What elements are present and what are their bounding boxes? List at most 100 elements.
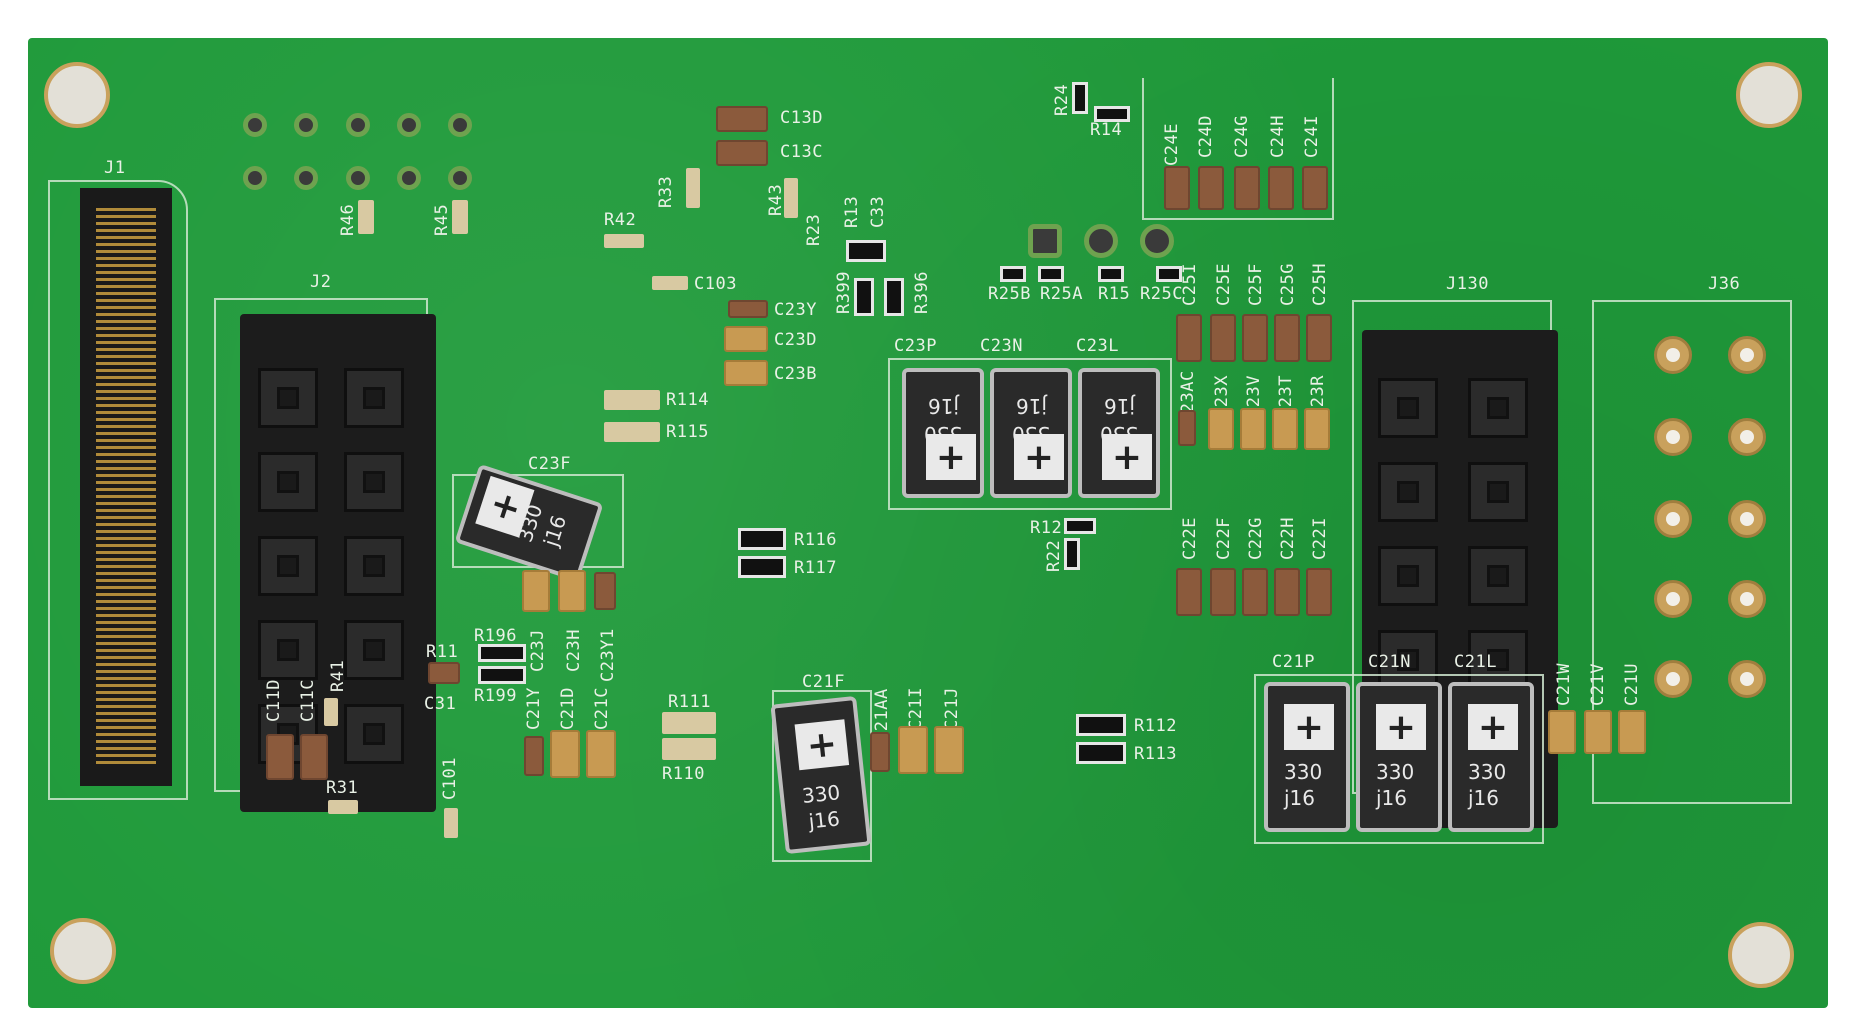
label-R23: R23 <box>804 213 824 246</box>
resistor-r42 <box>604 234 644 248</box>
j2-pin <box>344 368 404 428</box>
label-R25A: R25A <box>1040 284 1083 304</box>
label-C11C: C11C <box>298 679 318 722</box>
cap-marking-code: j16 <box>1468 786 1500 810</box>
polarity-plus-icon: + <box>926 434 976 480</box>
label-C103: C103 <box>694 274 737 294</box>
label-C21V: C21V <box>1588 663 1608 706</box>
label-R24: R24 <box>1052 83 1072 116</box>
via <box>346 113 370 137</box>
via <box>294 113 318 137</box>
j130-pin <box>1378 546 1438 606</box>
polarity-plus-icon: + <box>1284 704 1334 750</box>
label-C23B: C23B <box>774 364 817 384</box>
capacitor-c21u <box>1618 710 1646 754</box>
connector-j1 <box>80 188 172 786</box>
label-C23F: C23F <box>528 454 571 474</box>
label-C24H: C24H <box>1268 115 1288 158</box>
capacitor-c21j <box>934 726 964 774</box>
via <box>243 113 267 137</box>
resistor-r199 <box>478 666 526 684</box>
j130-pin <box>1378 630 1438 690</box>
label-R13: R13 <box>842 195 862 228</box>
label-C23L: C23L <box>1076 336 1119 356</box>
cap-marking-value: 330 <box>1284 760 1323 784</box>
label-C101: C101 <box>440 757 460 800</box>
capacitor-c22e <box>1176 568 1202 616</box>
capacitor-c21v <box>1584 710 1612 754</box>
standoff-bottom-left <box>50 918 116 984</box>
resistor-r13 <box>846 240 886 262</box>
label-R12: R12 <box>1030 518 1063 538</box>
j2-pin <box>344 452 404 512</box>
j36-outline <box>1592 300 1792 804</box>
standoff-bottom-right <box>1728 922 1794 988</box>
resistor-r43 <box>784 178 798 218</box>
label-R112: R112 <box>1134 716 1177 736</box>
label-C25F: C25F <box>1246 263 1266 306</box>
label-R33: R33 <box>656 175 676 208</box>
label-R46: R46 <box>338 203 358 236</box>
label-R196: R196 <box>474 626 517 646</box>
capacitor-c22h <box>1274 568 1300 616</box>
label-R43: R43 <box>766 183 786 216</box>
label-C33: C33 <box>868 195 888 228</box>
j36-hole <box>1728 336 1766 374</box>
resistor-r25b <box>1000 266 1026 282</box>
j36-hole <box>1728 418 1766 456</box>
c23-cap-outline <box>888 358 1172 510</box>
j36-hole <box>1728 500 1766 538</box>
label-C21I: C21I <box>906 687 926 730</box>
label-C25H: C25H <box>1310 263 1330 306</box>
label-C22E: C22E <box>1180 517 1200 560</box>
resistor-r117 <box>738 556 786 578</box>
cap-marking-value: 330 <box>1468 760 1507 784</box>
j36-hole <box>1654 500 1692 538</box>
resistor-r115 <box>604 422 660 442</box>
capacitor-c21w <box>1548 710 1576 754</box>
label-C22F: C22F <box>1214 517 1234 560</box>
resistor-r116 <box>738 528 786 550</box>
capacitor-c11d <box>266 734 294 780</box>
via <box>448 166 472 190</box>
j36-hole <box>1654 336 1692 374</box>
resistor-r41 <box>324 698 338 726</box>
capacitor-c24h <box>1268 166 1294 210</box>
label-R116: R116 <box>794 530 837 550</box>
test-pad <box>1084 224 1118 258</box>
cap-marking-value: 330 <box>1376 760 1415 784</box>
j130-pin <box>1468 546 1528 606</box>
capacitor-c13d <box>716 106 768 132</box>
capacitor-c25i <box>1176 314 1202 362</box>
resistor-r396 <box>884 278 904 316</box>
capacitor-c103 <box>652 276 688 290</box>
cap-marking-code: j16 <box>1104 394 1136 418</box>
polarity-plus-icon: + <box>1376 704 1426 750</box>
via <box>397 166 421 190</box>
resistor-r25a <box>1038 266 1064 282</box>
resistor-r46 <box>358 200 374 234</box>
cap-marking-code: j16 <box>928 394 960 418</box>
resistor-r33 <box>686 168 700 208</box>
pcb-board: J1 J2 J130 J36 C13D C13C R42 R33 R43 <box>28 38 1828 1008</box>
resistor-r110 <box>662 738 716 760</box>
label-R42: R42 <box>604 210 637 230</box>
resistor-r399 <box>854 278 874 316</box>
label-J2: J2 <box>310 272 332 292</box>
cap-marking-code: j16 <box>1284 786 1316 810</box>
cap-marking-code: j16 <box>807 806 841 834</box>
capacitor-c21n: + 330 j16 <box>1356 682 1442 832</box>
resistor-r14 <box>1094 106 1130 122</box>
via <box>294 166 318 190</box>
j1-outline <box>48 180 188 800</box>
label-C25I: C25I <box>1180 263 1200 306</box>
capacitor-c21c <box>586 730 616 778</box>
cap-marking-value: 330 <box>800 780 842 809</box>
polarity-plus-icon: + <box>1014 434 1064 480</box>
label-C21U: C21U <box>1622 663 1642 706</box>
label-R199: R199 <box>474 686 517 706</box>
capacitor-c22f <box>1210 568 1236 616</box>
label-C23H: C23H <box>564 629 584 672</box>
label-R396: R396 <box>912 271 932 314</box>
capacitor-c21p: + 330 j16 <box>1264 682 1350 832</box>
